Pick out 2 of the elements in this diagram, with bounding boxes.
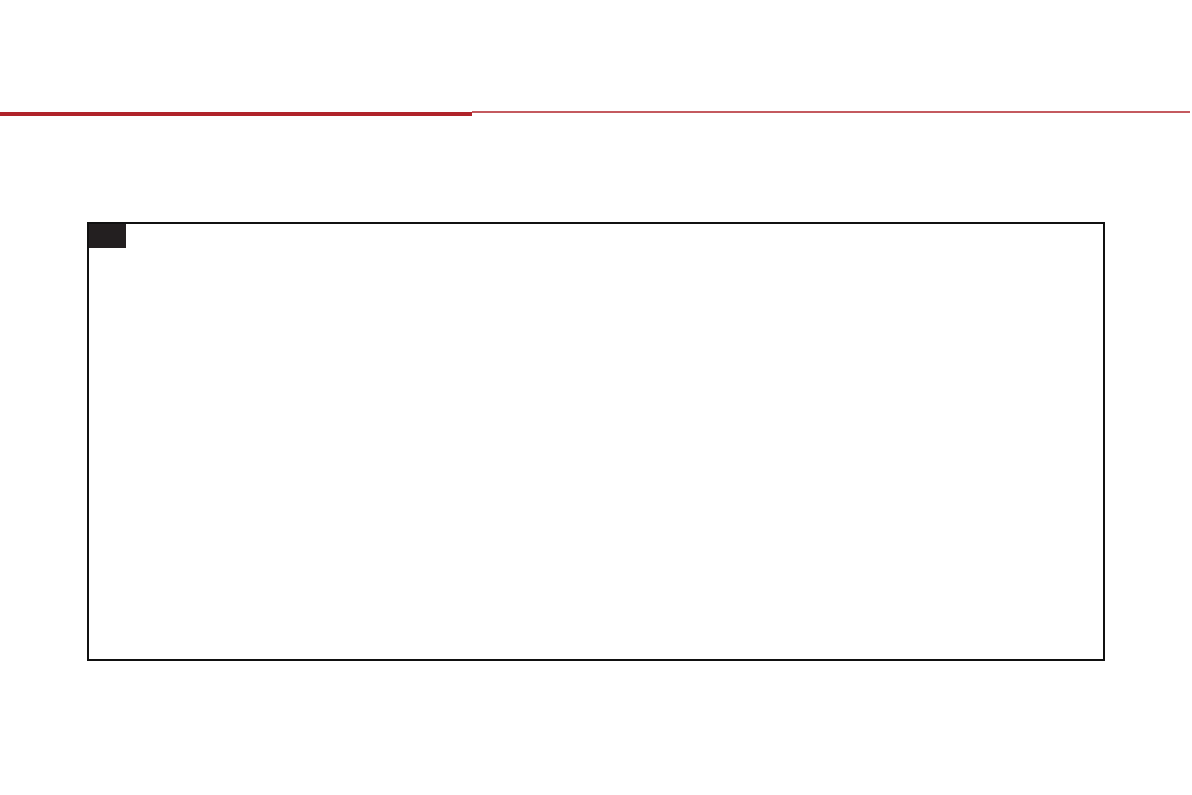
panel-frame xyxy=(87,222,1105,661)
corner-tab xyxy=(89,224,126,248)
